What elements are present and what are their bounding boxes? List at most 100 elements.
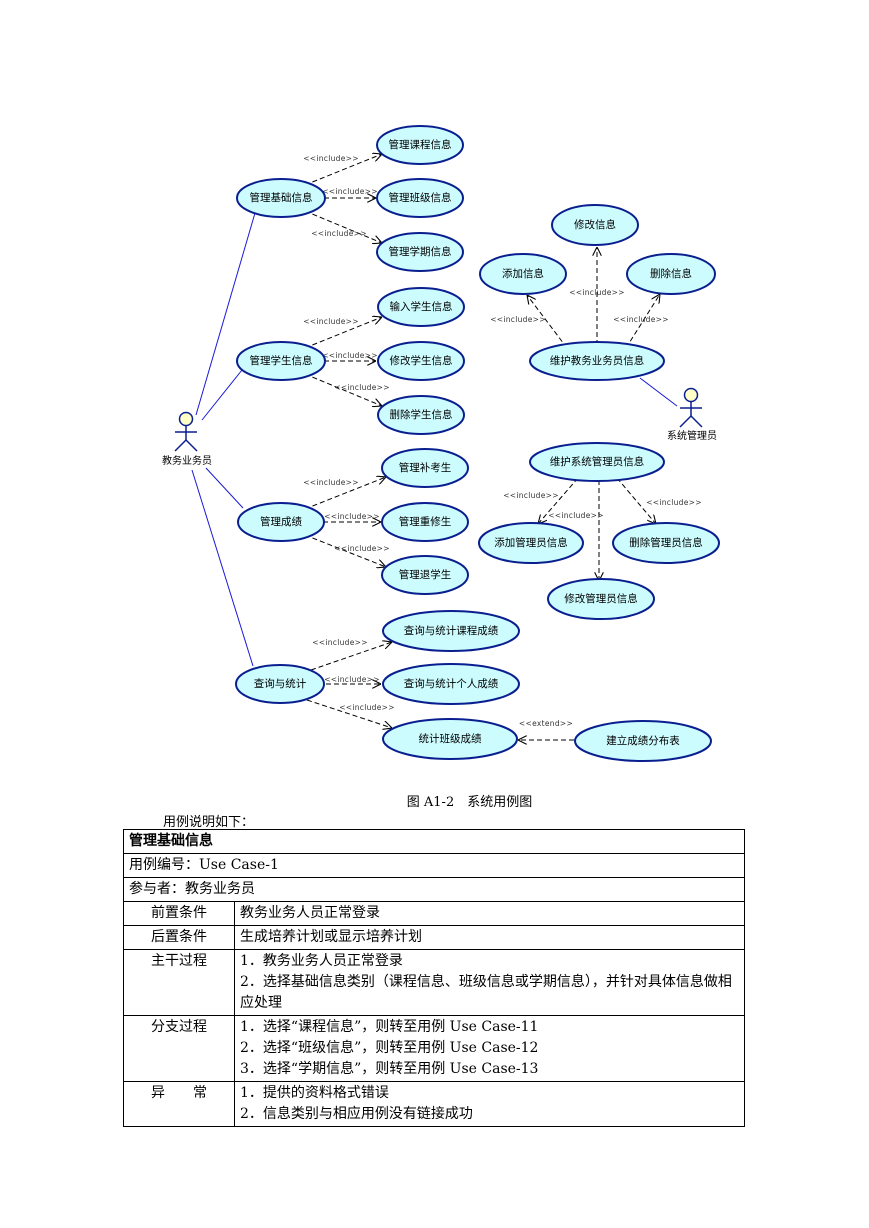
table-row: 异 常 1．提供的资料格式错误 2．信息类别与相应用例没有链接成功	[123, 1081, 745, 1127]
row-label: 分支过程	[123, 1015, 235, 1082]
use-case-add-info: 添加信息	[479, 253, 567, 295]
actor-admin-label: 系统管理员	[667, 429, 717, 442]
use-case-manage-student: 管理学生信息	[236, 341, 326, 381]
table-row: 用例编号：Use Case-1	[123, 853, 745, 878]
actor-staff-label: 教务业务员	[162, 454, 212, 467]
table-row: 前置条件 教务业务人员正常登录	[123, 901, 745, 926]
spec-actor: 参与者：教务业务员	[123, 877, 745, 902]
spec-title: 管理基础信息	[123, 829, 745, 854]
include-label: <<include>>	[322, 351, 378, 360]
svg-text:删除学生信息: 删除学生信息	[390, 408, 453, 421]
use-case-delete-student: 删除学生信息	[377, 395, 465, 435]
use-case-add-admin: 添加管理员信息	[478, 522, 584, 564]
table-row: 参与者：教务业务员	[123, 877, 745, 902]
row-content: 1．提供的资料格式错误 2．信息类别与相应用例没有链接成功	[234, 1081, 745, 1127]
actor-staff: 教务业务员	[162, 411, 212, 467]
svg-text:修改管理员信息: 修改管理员信息	[564, 592, 638, 605]
svg-text:修改信息: 修改信息	[574, 218, 616, 231]
use-case-manage-term: 管理学期信息	[376, 232, 464, 272]
include-label: <<include>>	[324, 675, 380, 684]
use-case-spec-table: 管理基础信息 用例编号：Use Case-1 参与者：教务业务员 前置条件 教务…	[123, 829, 745, 1127]
include-label: <<include>>	[339, 703, 395, 712]
use-case-delete-admin: 删除管理员信息	[612, 522, 720, 564]
row-label: 后置条件	[123, 925, 235, 950]
include-label: <<include>>	[303, 317, 359, 326]
use-case-query-stats: 查询与统计	[235, 664, 325, 704]
use-case-manage-dropout: 管理退学生	[381, 555, 469, 595]
svg-text:统计班级成绩: 统计班级成绩	[419, 732, 482, 745]
include-label: <<include>>	[322, 187, 378, 196]
svg-text:维护系统管理员信息: 维护系统管理员信息	[550, 455, 645, 468]
svg-text:管理重修生: 管理重修生	[399, 515, 452, 528]
row-label: 异 常	[123, 1081, 235, 1127]
use-case-manage-grades: 管理成绩	[237, 502, 325, 542]
svg-text:管理补考生: 管理补考生	[399, 461, 452, 474]
table-row: 后置条件 生成培养计划或显示培养计划	[123, 925, 745, 950]
row-content: 1．选择“课程信息”，则转至用例 Use Case-11 2．选择“班级信息”，…	[234, 1015, 745, 1082]
include-label: <<include>>	[324, 512, 380, 521]
include-label: <<include>>	[311, 229, 367, 238]
svg-text:查询与统计个人成绩: 查询与统计个人成绩	[404, 677, 499, 690]
use-case-query-course-grades: 查询与统计课程成绩	[382, 610, 520, 652]
row-label: 主干过程	[123, 949, 235, 1016]
use-case-maintain-admin: 维护系统管理员信息	[529, 442, 665, 482]
include-label: <<include>>	[334, 544, 390, 553]
table-row: 主干过程 1．教务业务人员正常登录 2．选择基础信息类别（课程信息、班级信息或学…	[123, 949, 745, 1016]
row-line: 2．选择“班级信息”，则转至用例 Use Case-12	[240, 1040, 539, 1056]
use-case-diagram: <<include>> <<include>> <<include>> <<in…	[162, 125, 720, 762]
svg-text:查询与统计课程成绩: 查询与统计课程成绩	[404, 624, 499, 637]
include-label: <<include>>	[503, 491, 559, 500]
row-line: 1．教务业务人员正常登录	[240, 953, 403, 969]
use-case-delete-info: 删除信息	[626, 253, 716, 295]
svg-text:管理基础信息: 管理基础信息	[250, 191, 313, 204]
row-label: 前置条件	[123, 901, 235, 926]
row-line: 生成培养计划或显示培养计划	[240, 929, 422, 945]
use-case-manage-retake: 管理重修生	[381, 502, 469, 542]
svg-text:输入学生信息: 输入学生信息	[390, 300, 453, 313]
svg-text:修改学生信息: 修改学生信息	[390, 354, 453, 367]
table-row: 管理基础信息	[123, 829, 745, 854]
svg-text:管理班级信息: 管理班级信息	[389, 191, 452, 204]
svg-text:维护教务业务员信息: 维护教务业务员信息	[550, 354, 645, 367]
include-label: <<include>>	[569, 288, 625, 297]
row-content: 教务业务人员正常登录	[234, 901, 745, 926]
include-label: <<include>>	[334, 383, 390, 392]
include-label: <<include>>	[303, 154, 359, 163]
use-case-modify-student: 修改学生信息	[377, 341, 465, 381]
use-case-class-grade-stats: 统计班级成绩	[382, 718, 518, 760]
table-row: 分支过程 1．选择“课程信息”，则转至用例 Use Case-11 2．选择“班…	[123, 1015, 745, 1082]
use-case-grade-distribution: 建立成绩分布表	[574, 720, 712, 762]
svg-text:添加信息: 添加信息	[502, 267, 544, 280]
use-case-query-personal-grades: 查询与统计个人成绩	[382, 663, 520, 705]
row-line: 1．选择“课程信息”，则转至用例 Use Case-11	[240, 1019, 539, 1035]
svg-text:管理课程信息: 管理课程信息	[389, 138, 452, 151]
intro-text: 用例说明如下：	[163, 815, 255, 830]
use-case-manage-makeup: 管理补考生	[381, 448, 469, 488]
actor-admin: 系统管理员	[667, 387, 717, 442]
svg-text:删除信息: 删除信息	[650, 267, 692, 280]
include-label: <<include>>	[613, 315, 669, 324]
svg-text:管理学期信息: 管理学期信息	[389, 245, 452, 258]
svg-text:删除管理员信息: 删除管理员信息	[629, 536, 703, 549]
use-case-modify-info: 修改信息	[551, 204, 639, 246]
include-label: <<include>>	[646, 498, 702, 507]
use-case-modify-admin: 修改管理员信息	[547, 578, 655, 620]
use-case-manage-class: 管理班级信息	[376, 178, 464, 218]
include-label: <<include>>	[303, 478, 359, 487]
svg-text:管理学生信息: 管理学生信息	[250, 354, 313, 367]
include-label: <<include>>	[548, 511, 604, 520]
row-line: 2．信息类别与相应用例没有链接成功	[240, 1106, 473, 1122]
svg-text:管理成绩: 管理成绩	[260, 515, 302, 528]
row-line: 3．选择“学期信息”，则转至用例 Use Case-13	[240, 1061, 539, 1077]
svg-text:建立成绩分布表: 建立成绩分布表	[606, 734, 680, 747]
include-label: <<include>>	[490, 315, 546, 324]
use-case-manage-course: 管理课程信息	[376, 125, 464, 165]
include-label: <<include>>	[312, 638, 368, 647]
spec-id: 用例编号：Use Case-1	[123, 853, 745, 878]
row-content: 生成培养计划或显示培养计划	[234, 925, 745, 950]
row-line: 2．选择基础信息类别（课程信息、班级信息或学期信息），并针对具体信息做相应处理	[240, 974, 732, 1011]
use-case-input-student: 输入学生信息	[377, 287, 465, 327]
svg-text:管理退学生: 管理退学生	[399, 568, 452, 581]
use-case-manage-basic: 管理基础信息	[236, 178, 326, 218]
use-case-maintain-staff: 维护教务业务员信息	[529, 341, 665, 381]
